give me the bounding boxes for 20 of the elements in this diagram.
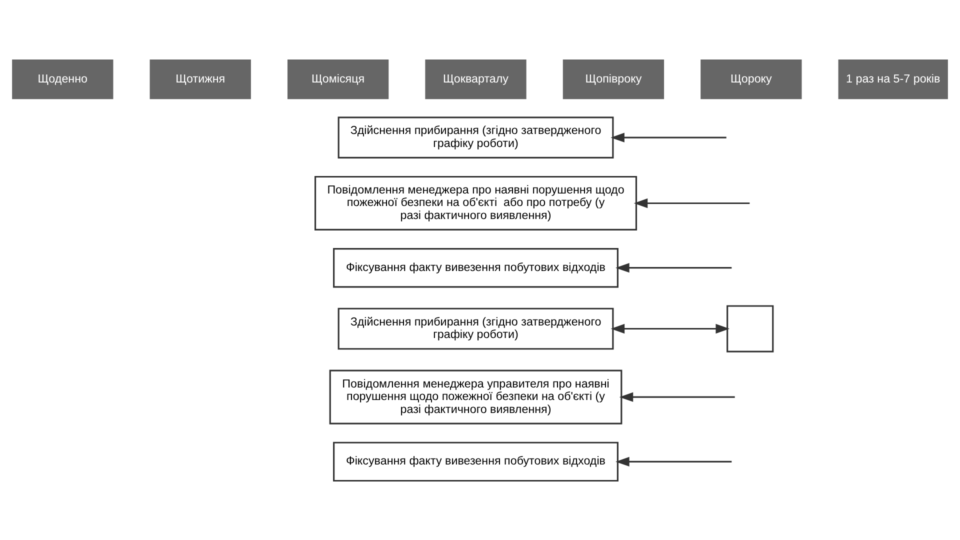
arrow: [616, 262, 732, 272]
arrow: [610, 132, 726, 142]
label: Щомісяця: [312, 72, 365, 85]
label: Щотижня: [176, 72, 226, 85]
label: 1 раз на 5-7 років: [846, 72, 940, 85]
node-box: Здійснення прибирання (згідно затвердженого графіку роботи): [338, 307, 614, 350]
arrow: [616, 456, 732, 466]
node-box: Фіксування факту вивезення побутових відходів: [333, 441, 618, 482]
arrow: [634, 198, 750, 208]
node-box: Повідомлення менеджера про наявні порушення щодо пожежної безпеки на об'єкті або про потребу (у разі фактичного виявлення): [314, 175, 638, 230]
node-box: Здійснення прибирання (згідно затвердженого графіку роботи): [338, 116, 614, 158]
label: Щокварталу: [443, 72, 509, 85]
label: Щопівроку: [585, 72, 642, 85]
node-box: Повідомлення менеджера управителя про наявні порушення щодо пожежної безпеки на об'єкті (у разі фактичного виявлення): [329, 369, 622, 424]
node-box: [726, 304, 774, 352]
label: Щоденно: [38, 72, 88, 85]
arrow: [610, 323, 730, 334]
node-box: Фіксування факту вивезення побутових відходів: [333, 248, 618, 288]
arrow: [619, 392, 735, 402]
label: Щороку: [730, 72, 772, 85]
